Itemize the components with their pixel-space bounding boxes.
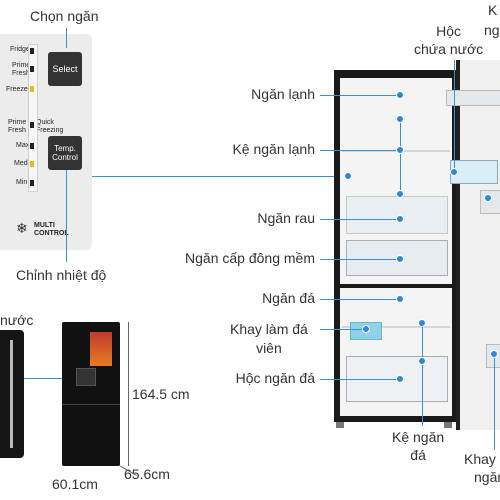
small-fridge-display — [90, 332, 112, 366]
label-ke-ngan-da-1: Kệ ngăn — [392, 429, 445, 445]
label-hoc-ngan-da: Hộc ngăn đá — [235, 370, 315, 386]
label-bottom-right-2: ngăn — [474, 469, 500, 485]
temp-control-button[interactable]: Temp. Control — [48, 136, 82, 170]
leader-bottom-right — [494, 354, 495, 450]
freezer-shelf — [342, 326, 450, 328]
indicator-fridge — [30, 48, 34, 54]
label-khay-lam-da-2: viên — [256, 340, 282, 356]
leader-ngan-rau — [320, 219, 400, 220]
marker-khay-lam-da — [362, 325, 370, 333]
label-chinh-nhiet-do: Chỉnh nhiệt độ — [16, 267, 107, 283]
multi-control-logo: MULTI CONTROL — [34, 222, 69, 238]
small-fridge-divider — [62, 404, 120, 405]
partial-fridge-handle — [10, 340, 13, 448]
label-ngan-rau: Ngăn rau — [257, 210, 315, 226]
label-bottom-right: Khay ngăn — [464, 450, 500, 486]
leader-ke-ngan-lanh-v — [400, 118, 401, 194]
marker-ke-ngan-lanh-1 — [396, 115, 404, 123]
label-ke-ngan-da-2: đá — [410, 447, 426, 463]
label-bottom-right-1: Khay — [464, 451, 496, 467]
leader-hoc-chua-nuoc — [454, 60, 455, 170]
indicator-max — [30, 143, 34, 149]
marker-panel — [344, 172, 352, 180]
marker-ke-ngan-da-2 — [418, 357, 426, 365]
marker-ngan-rau — [396, 215, 404, 223]
marker-hoc-chua-nuoc — [450, 168, 458, 176]
leader-ngan-cap-dong-mem — [320, 259, 400, 260]
marker-ke-ngan-lanh-3 — [396, 190, 404, 198]
label-hoc-chua-nuoc-1: Hộc — [436, 23, 462, 39]
multi-control-text-1: MULTI — [34, 222, 55, 229]
mode-label-med: Med — [14, 160, 28, 167]
leader-panel-to-fridge — [92, 176, 348, 177]
marker-ke-ngan-lanh-2 — [396, 146, 404, 154]
mode-label-fridge: Fridge — [10, 46, 30, 53]
fridge-foot-right — [444, 422, 452, 428]
label-khay-lam-da: Khay làm đá viên — [230, 320, 308, 358]
label-ngan-cap-dong-mem: Ngăn cấp đông mềm — [185, 250, 315, 266]
indicator-freezer — [30, 86, 34, 92]
indicator-min — [30, 180, 34, 186]
mode-label-min: Min — [16, 179, 28, 186]
marker-door-shelf — [484, 194, 492, 202]
leader-ngan-da — [320, 299, 400, 300]
label-chon-ngan: Chọn ngăn — [30, 8, 99, 24]
select-button[interactable]: Select — [48, 52, 82, 86]
label-ke-ngan-lanh: Kệ ngăn lạnh — [232, 141, 315, 157]
mode-label-max: Max — [16, 142, 30, 149]
small-fridge-dispenser — [76, 368, 96, 386]
select-button-label: Select — [52, 64, 78, 74]
marker-bottom-right — [490, 350, 498, 358]
marker-ngan-cap-dong-mem — [396, 255, 404, 263]
temp-button-label-2: Control — [52, 153, 78, 162]
height-dimension-line — [128, 322, 129, 466]
multi-control-text-2: CONTROL — [34, 230, 69, 237]
indicator-strip — [28, 44, 38, 192]
label-khay-lam-da-1: Khay làm đá — [230, 321, 308, 337]
leader-chinh-nhiet-do — [66, 170, 67, 262]
leader-chon-ngan — [66, 28, 67, 48]
dimension-depth: 65.6cm — [124, 466, 170, 482]
marker-ngan-lanh — [396, 91, 404, 99]
temp-button-label-1: Temp. — [54, 144, 76, 153]
leader-small-fridge — [24, 378, 82, 379]
label-hoc-chua-nuoc-2: chứa nước — [414, 41, 484, 57]
leader-khay-lam-da — [320, 329, 366, 330]
dimension-width: 60.1cm — [52, 476, 98, 492]
label-ngan-lanh: Ngăn lạnh — [251, 86, 315, 102]
dimension-height: 164.5 cm — [132, 386, 190, 402]
label-top-right-1: K — [488, 2, 498, 18]
indicator-med — [30, 161, 34, 167]
leader-ke-ngan-lanh — [320, 150, 400, 151]
label-ngan-da: Ngăn đá — [262, 290, 315, 306]
marker-ngan-da — [396, 295, 404, 303]
label-nuoc-left: nước — [0, 312, 34, 328]
label-hoc-chua-nuoc: Hộc chứa nước — [414, 22, 483, 58]
leader-ke-ngan-da — [422, 322, 423, 426]
fridge-door-bottom — [456, 286, 500, 430]
indicator-prime-fresh-2 — [30, 122, 34, 128]
leader-hoc-ngan-da — [320, 379, 400, 380]
label-top-right-2: ng — [484, 22, 500, 38]
marker-ke-ngan-da-1 — [418, 319, 426, 327]
indicator-prime-fresh — [30, 66, 34, 72]
door-shelf-top — [446, 90, 500, 106]
mode-label-freezer: Freezer — [6, 86, 31, 93]
leader-ngan-lanh — [320, 95, 400, 96]
marker-hoc-ngan-da — [396, 375, 404, 383]
label-ke-ngan-da: Kệ ngăn đá — [392, 428, 444, 464]
fridge-foot-left — [336, 422, 344, 428]
snowflake-icon: ❄ — [16, 220, 28, 236]
